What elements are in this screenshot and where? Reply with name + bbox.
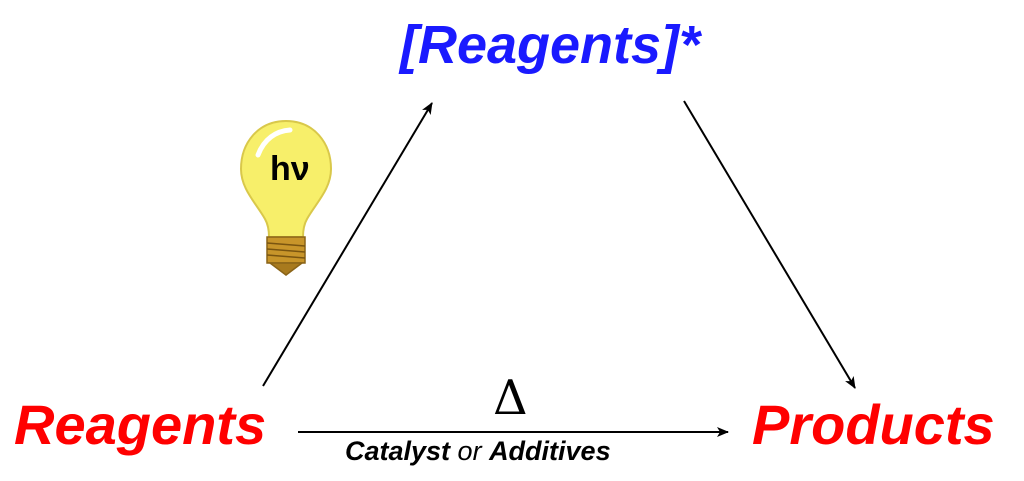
catalyst-label: Catalyst	[345, 436, 451, 466]
light-symbol: hν	[270, 150, 310, 188]
light-bulb-icon	[239, 119, 333, 276]
excited-state-label: [Reagents]*	[400, 15, 701, 75]
reaction-conditions: Catalyst or Additives	[345, 438, 611, 465]
photo-excitation-arrow	[262, 102, 433, 387]
reagents-label: Reagents	[14, 393, 267, 456]
additives-label: Additives	[489, 436, 611, 466]
conditions-connector: or	[450, 436, 490, 466]
products-label: Products	[752, 393, 995, 456]
relaxation-arrow	[683, 100, 856, 389]
heat-symbol: Δ	[493, 370, 528, 426]
